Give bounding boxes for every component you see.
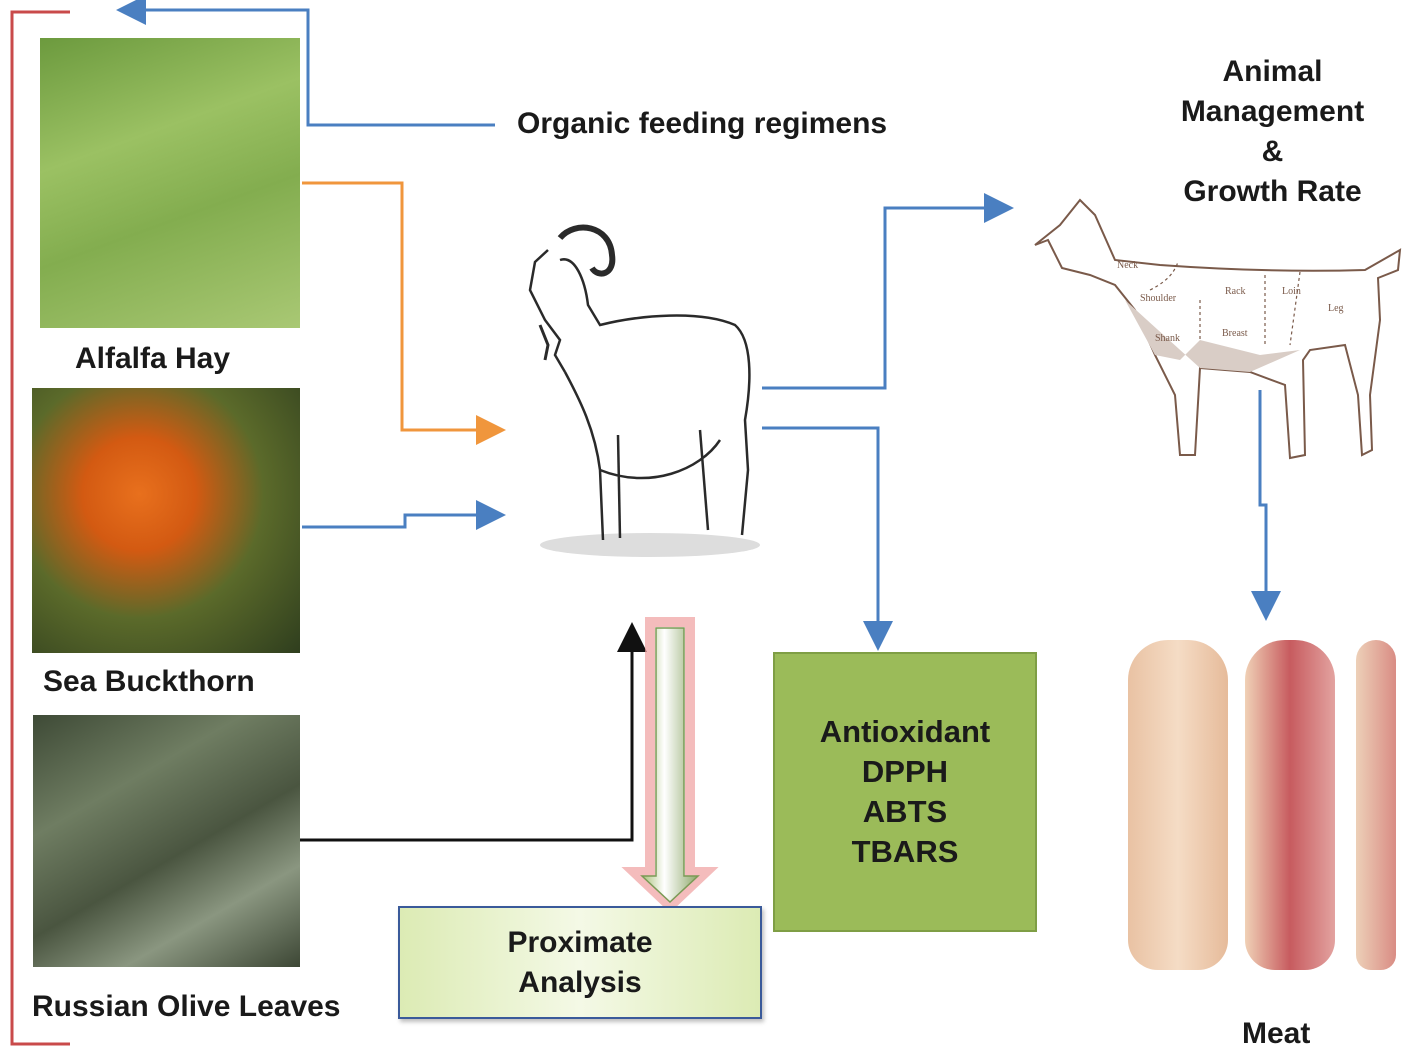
goat-illustration: [528, 224, 760, 557]
management-line: &: [1261, 135, 1284, 168]
proximate-line: Analysis: [518, 965, 642, 999]
cut-label-breast: Breast: [1222, 328, 1248, 339]
group-bracket: [10, 10, 70, 1046]
feeding-regimens-title: Organic feeding regimens: [517, 107, 888, 140]
cut-label-leg: Leg: [1328, 303, 1344, 314]
antioxidant-line: TBARS: [851, 834, 959, 869]
antioxidant-line: Antioxidant: [819, 714, 991, 749]
cut-label-loin: Loin: [1282, 286, 1301, 297]
antioxidant-line: DPPH: [861, 754, 949, 789]
russian-olive-photo: [33, 715, 300, 967]
management-line: Management: [1180, 95, 1365, 128]
meat-carcass-3: [1356, 640, 1396, 970]
arrow-buckthorn-to-goat: [302, 500, 506, 530]
arrow-management-to-meat: [1251, 390, 1281, 621]
russian-olive-label: Russian Olive Leaves: [32, 990, 341, 1023]
management-line: Growth Rate: [1183, 175, 1362, 208]
sea-buckthorn-label: Sea Buckthorn: [43, 665, 255, 698]
sea-buckthorn-photo: [32, 388, 300, 653]
meat-label: Meat: [1242, 1017, 1311, 1050]
goat-cuts-diagram: [1034, 198, 1402, 460]
cut-label-neck: Neck: [1117, 260, 1139, 271]
proximate-analysis-box: Proximate Analysis: [398, 906, 762, 1019]
meat-carcass-1: [1128, 640, 1228, 970]
proximate-line: Proximate: [507, 925, 653, 959]
cut-label-shank: Shank: [1155, 333, 1180, 344]
management-title: Animal Management & Growth Rate: [1150, 52, 1395, 212]
arrow-to-proximate: [621, 617, 719, 913]
antioxidant-box: Antioxidant DPPH ABTS TBARS: [773, 652, 1037, 932]
arrow-olive-to-goat: [300, 622, 647, 842]
alfalfa-hay-photo: [40, 38, 300, 328]
antioxidant-line: ABTS: [862, 794, 948, 829]
arrow-goat-to-antioxidant: [762, 426, 893, 651]
arrow-goat-to-management: [762, 193, 1014, 390]
cut-label-rack: Rack: [1225, 286, 1246, 297]
alfalfa-hay-label: Alfalfa Hay: [75, 342, 231, 375]
cut-label-shoulder: Shoulder: [1140, 293, 1177, 304]
arrow-feeding-to-feeds: [116, 0, 495, 127]
meat-carcass-2: [1245, 640, 1335, 970]
management-line: Animal: [1222, 55, 1323, 88]
arrow-alfalfa-to-goat: [302, 181, 506, 445]
